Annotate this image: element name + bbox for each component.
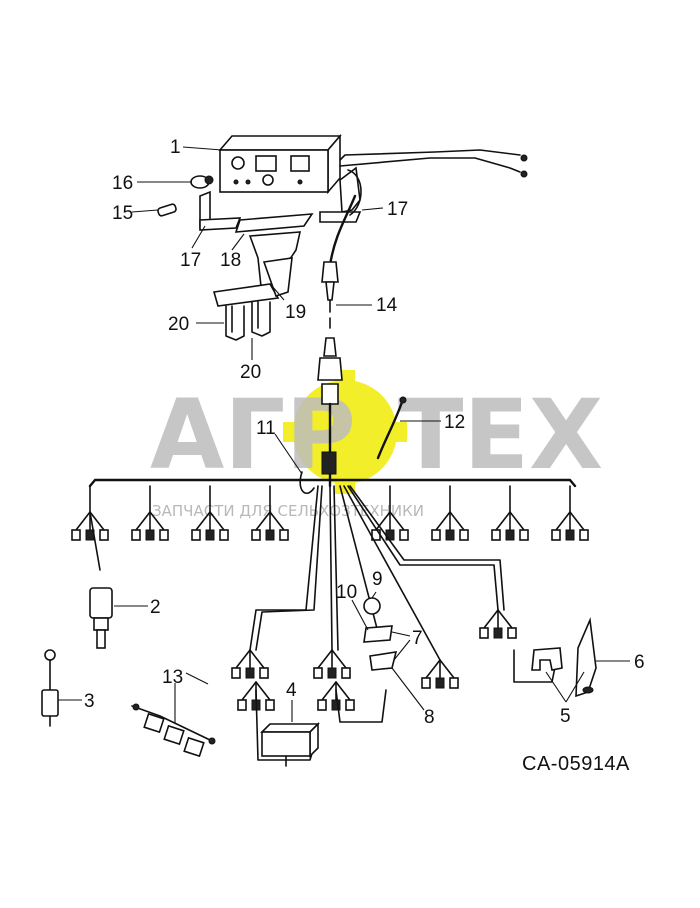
mounting-bracket (212, 213, 314, 341)
branch-wires (89, 485, 557, 761)
fanout-connector (431, 511, 469, 541)
callout-8: 8 (424, 707, 435, 728)
callout-14: 14 (376, 295, 398, 316)
callout-5: 5 (560, 706, 571, 727)
callout-12: 12 (444, 412, 465, 433)
fanout-connector (313, 649, 351, 679)
leader-lines (58, 146, 630, 724)
callout-17-right: 17 (387, 199, 408, 220)
callout-17-left: 17 (180, 250, 201, 271)
monitor-console (199, 133, 528, 231)
knob-part (190, 175, 214, 189)
fanout-connector (479, 609, 517, 639)
callout-2: 2 (150, 597, 161, 618)
callout-13: 13 (162, 667, 183, 688)
fanout-connector (551, 511, 589, 541)
fuse-part (157, 203, 177, 217)
callout-1: 1 (170, 137, 181, 158)
fanout-connector (251, 511, 289, 541)
main-cable (317, 194, 357, 488)
callout-6: 6 (634, 652, 645, 673)
callout-9: 9 (372, 569, 383, 590)
callout-19: 19 (285, 302, 306, 323)
callout-4: 4 (286, 680, 297, 701)
watermark: АГР ТЕХ ЗАПЧАСТИ ДЛЯ СЕЛЬХОЗТЕХНИКИ (150, 370, 603, 520)
watermark-tagline: ЗАПЧАСТИ ДЛЯ СЕЛЬХОЗТЕХНИКИ (152, 502, 424, 520)
fanout-connector (191, 511, 229, 541)
callout-20-left: 20 (168, 314, 189, 335)
control-module (260, 722, 320, 767)
diagram-code: CA-05914A (522, 753, 630, 775)
fanout-connector (317, 681, 355, 711)
fanout-connector (71, 511, 109, 541)
sensor-connectors (71, 511, 589, 711)
fanout-connector (491, 511, 529, 541)
sensor-part (89, 587, 113, 649)
watermark-gear-icon (293, 380, 397, 484)
callout-7: 7 (412, 628, 423, 649)
wiring-harness (88, 471, 577, 513)
callout-10: 10 (336, 582, 357, 603)
callout-16: 16 (112, 173, 133, 194)
watermark-brand-right: ТЕХ (398, 379, 603, 491)
callout-18: 18 (220, 250, 241, 271)
fanout-connector (131, 511, 169, 541)
jumper-harness (131, 703, 216, 758)
callouts: 1 2 3 4 5 6 7 8 9 10 11 12 13 14 15 16 1… (84, 137, 645, 728)
hose-part (376, 396, 407, 460)
callout-15: 15 (112, 203, 133, 224)
callout-20-bottom: 20 (240, 362, 261, 383)
sensor-bracket-parts (363, 597, 398, 671)
switch-part (41, 649, 59, 727)
fanout-connector (421, 659, 459, 689)
fanout-connector (231, 649, 269, 679)
callout-3: 3 (84, 691, 95, 712)
magnet-sensor-parts (531, 616, 597, 698)
callout-11: 11 (256, 418, 276, 439)
